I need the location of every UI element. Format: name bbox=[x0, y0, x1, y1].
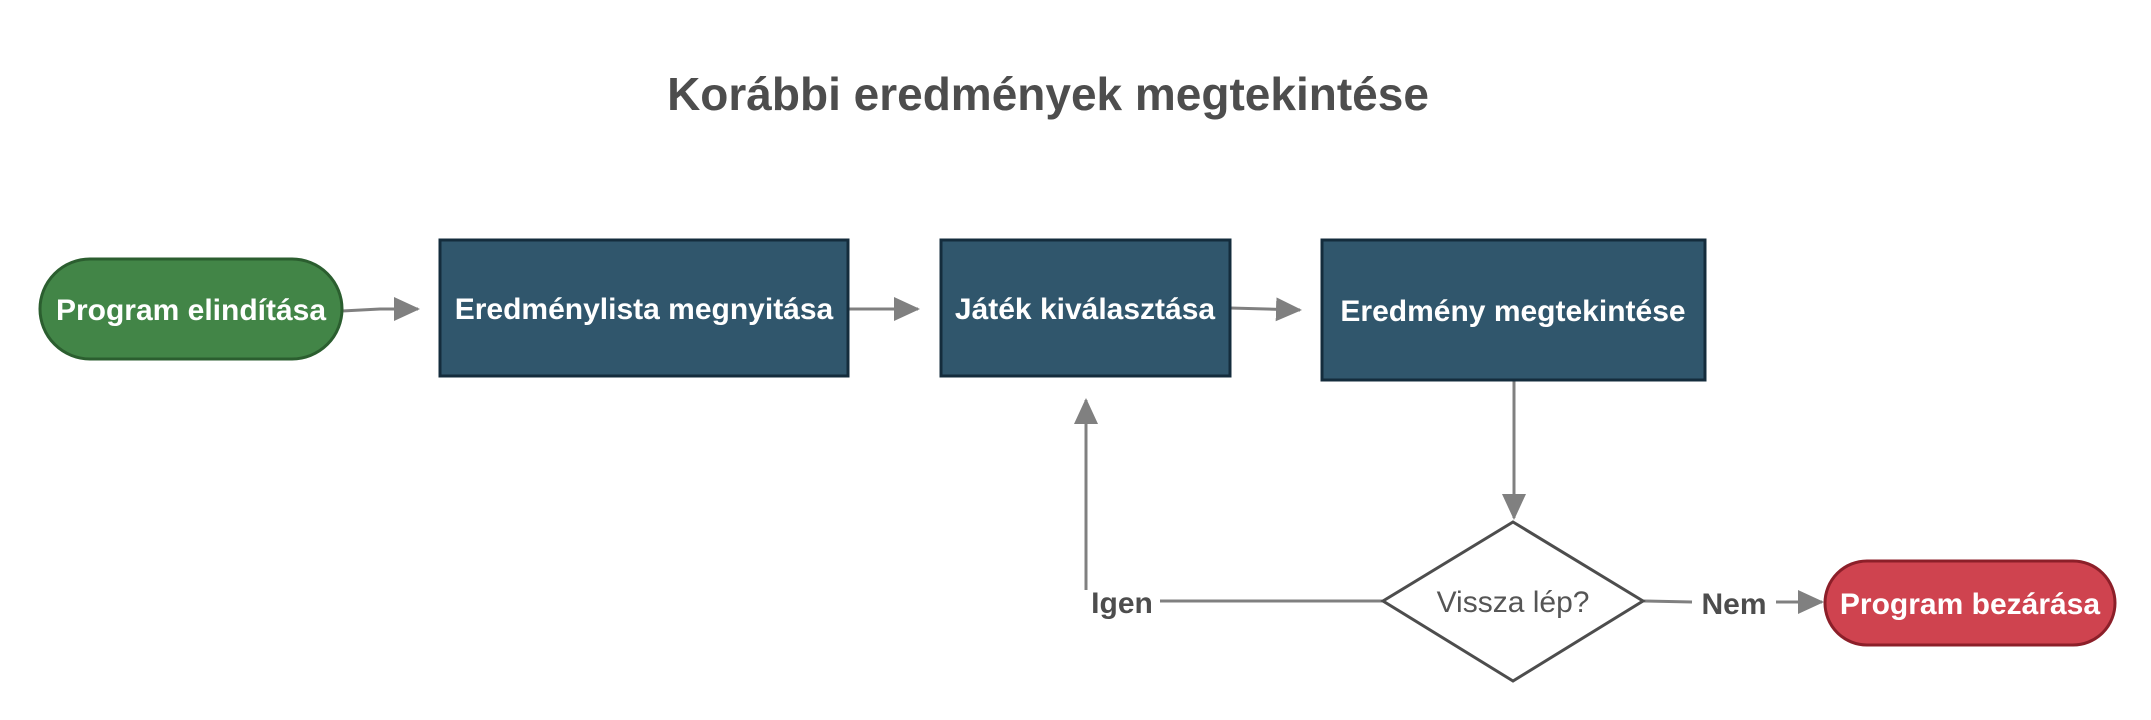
process-node-select-game[interactable]: Játék kiválasztása bbox=[939, 238, 1232, 378]
process-node-select-game-label: Játék kiválasztása bbox=[955, 293, 1216, 326]
edge-label-no: Nem bbox=[1701, 588, 1766, 621]
end-node[interactable]: Program bezárása bbox=[1823, 559, 2117, 647]
edge-decision-to-no-label bbox=[1642, 599, 1693, 604]
process-node-view-result-label: Eredmény megtekintése bbox=[1340, 295, 1685, 328]
edge-select-game-to-view-result bbox=[1229, 297, 1302, 322]
decision-node-label: Vissza lép? bbox=[1437, 586, 1590, 619]
decision-node[interactable]: Vissza lép? bbox=[1380, 520, 1646, 683]
diagram-title: Korábbi eredmények megtekintése bbox=[667, 68, 1429, 120]
start-node[interactable]: Program elindítása bbox=[38, 257, 344, 361]
edge-start-to-open-list bbox=[341, 297, 420, 321]
process-node-open-list-label: Eredménylista megnyitása bbox=[455, 293, 834, 326]
edge-label-yes: Igen bbox=[1091, 587, 1153, 620]
start-node-label: Program elindítása bbox=[56, 294, 326, 327]
end-node-label: Program bezárása bbox=[1840, 588, 2100, 621]
process-node-open-list[interactable]: Eredménylista megnyitása bbox=[438, 238, 850, 378]
process-node-view-result[interactable]: Eredmény megtekintése bbox=[1320, 238, 1707, 382]
